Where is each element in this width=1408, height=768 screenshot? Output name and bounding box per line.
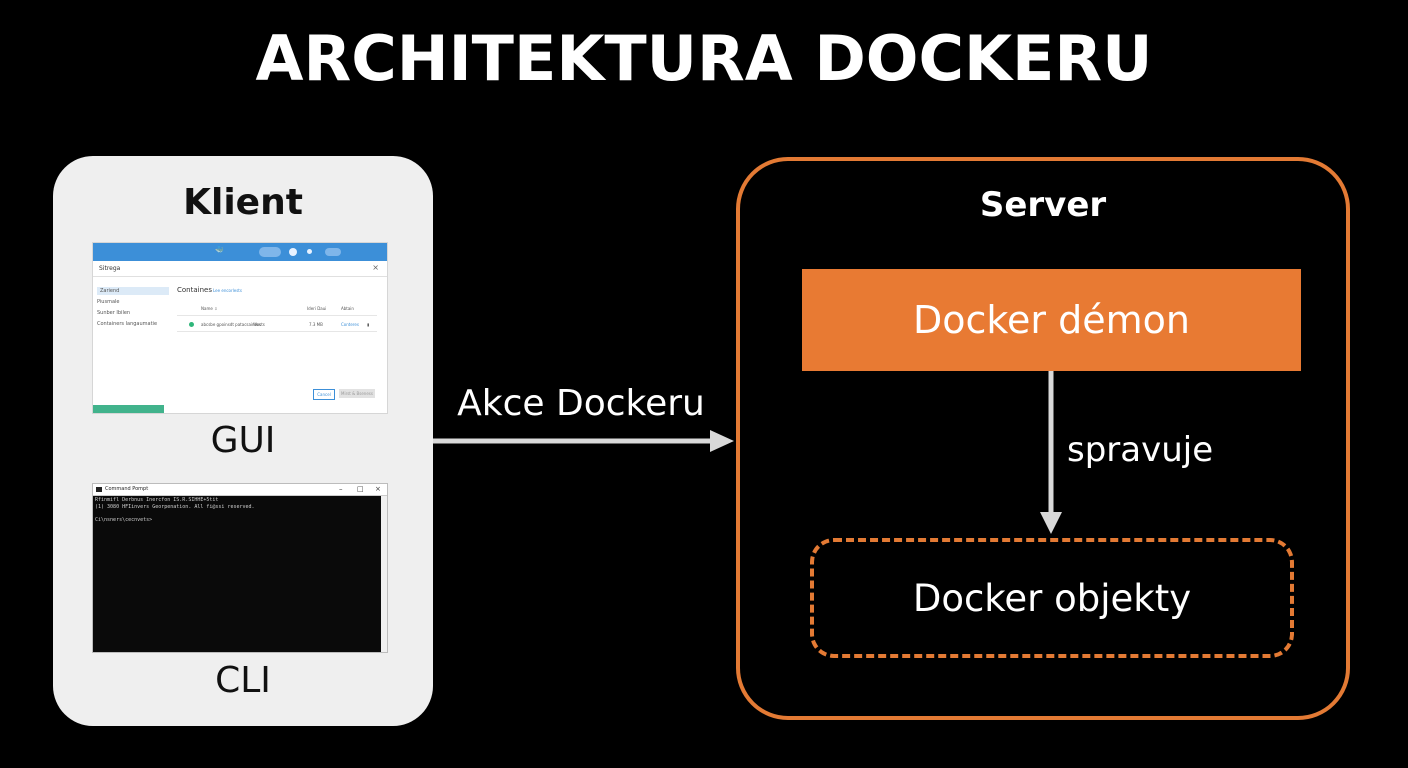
terminal-icon [96,487,102,492]
cli-label: CLI [215,660,271,701]
docker-objects-box: Docker objekty [810,538,1294,658]
cli-scrollbar [381,496,387,652]
gui-sidebar-item: Sunber Ibilen [97,310,131,316]
gui-search-pill [259,247,281,257]
cli-line: Ci\nsners\cecnvets> [95,517,153,523]
client-title: Klient [183,182,303,223]
cli-line: (1) 3080 HFIinvers Georpenation. All fi@… [95,504,255,510]
gui-sidebar-item: Piusmale [97,299,120,305]
gui-sidebar-item: Zariend [97,287,169,295]
gui-row-divider [177,315,377,316]
cli-title: Command Pompt [105,486,149,492]
server-title: Server [979,185,1107,225]
gui-divider [93,276,387,277]
client-panel: Klient 🐳 Sitrega × Zariend Piusmale Sunb… [53,156,433,726]
gui-row-size: 7.3 MB [309,322,323,327]
gui-row-name: abcsbe gpoinsdt patacsainers [201,322,261,327]
manages-arrow [1040,371,1062,534]
maximize-icon: □ [357,485,364,493]
gui-screenshot: 🐳 Sitrega × Zariend Piusmale Sunber Ibil… [93,243,387,413]
docker-daemon-box: Docker démon [802,269,1301,371]
gui-settings-icon [289,248,297,256]
gui-status-bar [93,405,164,413]
running-status-icon [189,322,194,327]
gui-column-header: Name ⇩ [201,306,218,311]
gui-row-tag: Wasts [253,322,265,327]
trash-icon: ▮ [367,322,370,327]
gui-account-pill [325,248,341,256]
gui-app-title: Sitrega [99,265,121,272]
manages-label: spravuje [1067,430,1214,470]
gui-cancel-button: Cancel [313,389,335,400]
gui-label: GUI [210,420,276,461]
gui-column-header: Ideri Daui [307,306,327,311]
gui-column-header: Abtain [341,306,354,311]
minimize-icon: – [339,485,343,493]
gui-row-action: Conteres [341,322,359,327]
gui-sidebar-item: Containers langaumatie [97,321,158,327]
cli-titlebar: Command Pompt – □ × [93,484,387,496]
server-panel: Server [736,157,1350,720]
action-arrow [433,430,734,452]
cli-line: Rfinmifl Derbnus Inercfon IS.R.SIHHE+5ti… [95,497,219,503]
gui-primary-button: Mirst & Bseness [339,389,375,398]
gui-row-divider [177,331,377,332]
diagram-title: ARCHITEKTURA DOCKERU [255,22,1153,95]
close-icon: × [375,485,381,493]
gui-topbar: 🐳 [93,243,387,261]
docker-logo-icon: 🐳 [215,246,224,254]
action-label: Akce Dockeru [457,383,705,424]
cli-screenshot: Command Pompt – □ × Rfinmifl Derbnus Ine… [93,484,387,652]
gui-heading-link: Lee encorlests [213,288,242,293]
gui-gear-icon [307,249,312,254]
gui-heading: Containes [177,286,212,294]
gui-close-icon: × [372,263,379,272]
